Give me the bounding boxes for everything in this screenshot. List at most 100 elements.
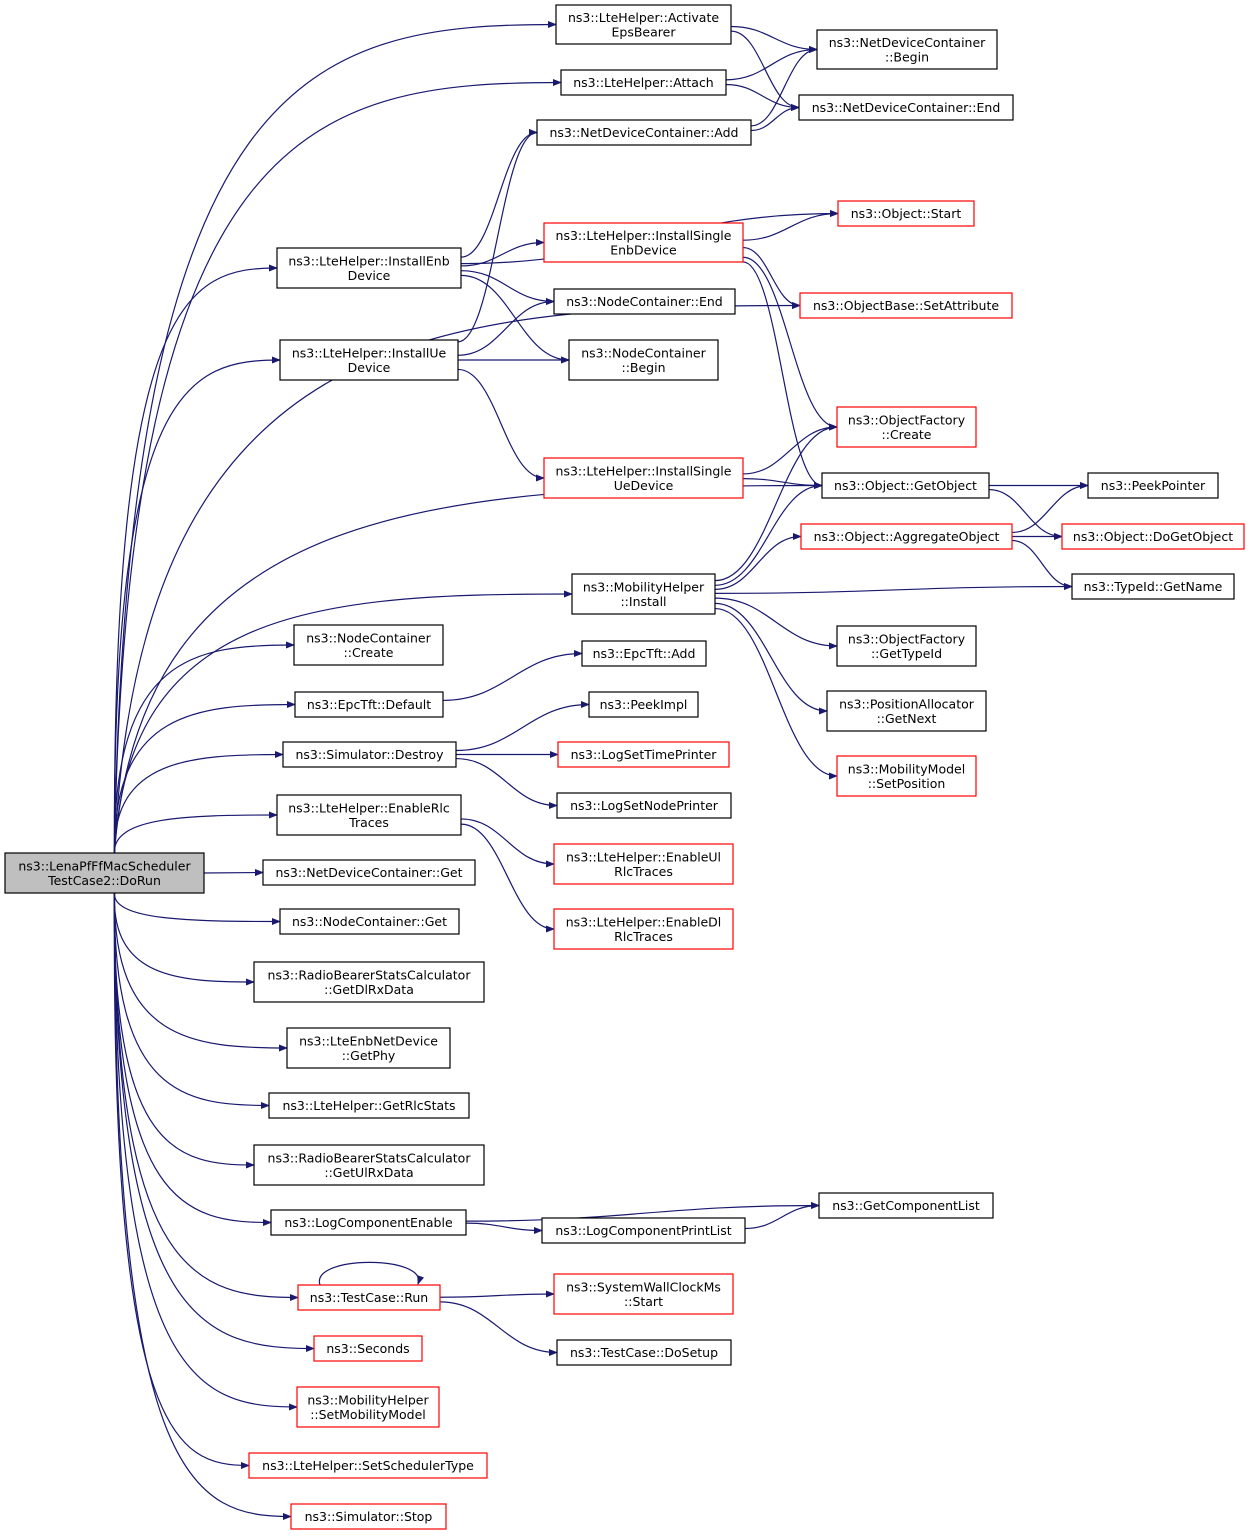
node-box <box>556 792 732 819</box>
node-label: ::GetDlRxData <box>324 982 414 997</box>
edge-activate-to-ndc-begin <box>730 25 818 54</box>
node-label: ns3::Object::Start <box>851 206 962 221</box>
edge-testcase-run-to-testcase-run <box>319 1261 425 1286</box>
node-testcase-dosetup[interactable]: ns3::TestCase::DoSetup <box>556 1339 732 1366</box>
node-box <box>557 741 730 768</box>
node-get-rlcstats[interactable]: ns3::LteHelper::GetRlcStats <box>268 1092 470 1119</box>
node-syswallclock-start[interactable]: ns3::SystemWallClockMs::Start <box>553 1273 734 1315</box>
node-obj-getobject[interactable]: ns3::Object::GetObject <box>821 472 990 499</box>
node-objbase-setattr[interactable]: ns3::ObjectBase::SetAttribute <box>799 292 1013 319</box>
edge-root-to-sim-destroy <box>113 750 284 854</box>
node-set-mobmodel[interactable]: ns3::MobilityHelper::SetMobilityModel <box>296 1386 440 1428</box>
node-box <box>836 755 977 797</box>
node-logsetnodeprinter[interactable]: ns3::LogSetNodePrinter <box>556 792 732 819</box>
node-ndc-get[interactable]: ns3::NetDeviceContainer::Get <box>262 859 476 886</box>
node-label: ns3::LteHelper::Activate <box>568 10 719 25</box>
node-enb-getphy[interactable]: ns3::LteEnbNetDevice::GetPhy <box>286 1027 451 1069</box>
node-box <box>1071 573 1235 600</box>
node-ndc-add[interactable]: ns3::NetDeviceContainer::Add <box>536 119 752 146</box>
edge-mob-install-to-objfactory-gettypeid <box>714 597 838 650</box>
node-peekimpl[interactable]: ns3::PeekImpl <box>588 691 699 718</box>
node-box <box>799 292 1013 319</box>
node-sim-stop[interactable]: ns3::Simulator::Stop <box>290 1503 447 1530</box>
node-label: ns3::LteEnbNetDevice <box>299 1033 438 1048</box>
edge-inst-single-enb-to-obj-start <box>742 209 839 241</box>
node-set-schedtype[interactable]: ns3::LteHelper::SetSchedulerType <box>248 1452 488 1479</box>
edge-root-to-seconds <box>113 892 315 1353</box>
edge-arrow <box>714 582 1073 594</box>
edge-arrow <box>113 750 284 854</box>
node-obj-dogetobject[interactable]: ns3::Object::DoGetObject <box>1061 523 1245 550</box>
node-label: ns3::LogSetTimePrinter <box>571 747 718 762</box>
edge-testcase-run-to-syswallclock-start <box>439 1290 555 1298</box>
node-ndc-end[interactable]: ns3::NetDeviceContainer::End <box>798 94 1014 121</box>
node-label: ns3::PeekPointer <box>1101 478 1206 493</box>
node-rbsc-getul[interactable]: ns3::RadioBearerStatsCalculator::GetUlRx… <box>253 1144 485 1186</box>
node-obj-aggregate[interactable]: ns3::Object::AggregateObject <box>800 523 1013 550</box>
edge-root-to-rbsc-getdl <box>113 892 255 986</box>
node-sim-destroy[interactable]: ns3::Simulator::Destroy <box>282 741 457 768</box>
edge-arrow <box>113 700 296 854</box>
node-seconds[interactable]: ns3::Seconds <box>313 1335 423 1362</box>
edge-root-to-get-rlcstats <box>113 892 270 1110</box>
edge-mob-install-to-obj-getobject <box>714 481 823 586</box>
node-box <box>262 859 476 886</box>
edge-arrow <box>113 264 278 854</box>
node-label: Device <box>348 268 391 283</box>
edge-root-to-inst-ue <box>113 356 281 854</box>
node-objfactory-gettypeid[interactable]: ns3::ObjectFactory::GetTypeId <box>836 625 977 667</box>
node-box <box>553 288 736 315</box>
edge-enable-rlc-to-enable-ul-rlc <box>460 818 555 868</box>
node-objfactory-create[interactable]: ns3::ObjectFactory::Create <box>836 406 977 448</box>
node-box <box>282 741 457 768</box>
node-logsettimeprinter[interactable]: ns3::LogSetTimePrinter <box>557 741 730 768</box>
node-nc-begin[interactable]: ns3::NodeContainer::Begin <box>568 339 719 381</box>
node-nc-get[interactable]: ns3::NodeContainer::Get <box>279 908 460 935</box>
node-get-componentlist[interactable]: ns3::GetComponentList <box>818 1192 994 1219</box>
edge-arrow <box>725 83 800 112</box>
edges-layer <box>113 20 1089 1521</box>
edge-arrow <box>714 532 802 590</box>
edge-arrow <box>113 892 255 1169</box>
node-label: EpsBearer <box>612 24 677 39</box>
node-label: UeDevice <box>614 478 674 493</box>
node-label: ns3::LogComponentPrintList <box>555 1223 731 1238</box>
node-rbsc-getdl[interactable]: ns3::RadioBearerStatsCalculator::GetDlRx… <box>253 961 485 1003</box>
node-box <box>1061 523 1245 550</box>
node-logcomp-enable[interactable]: ns3::LogComponentEnable <box>270 1209 467 1236</box>
node-mobmodel-setpos[interactable]: ns3::MobilityModel::SetPosition <box>836 755 977 797</box>
edge-arrow <box>457 128 538 343</box>
node-testcase-run[interactable]: ns3::TestCase::Run <box>297 1284 441 1311</box>
edge-inst-enb-to-inst-single-enb <box>460 238 545 267</box>
node-nc-create[interactable]: ns3::NodeContainer::Create <box>293 624 444 666</box>
node-epctft-add[interactable]: ns3::EpcTft::Add <box>581 640 707 667</box>
node-attach[interactable]: ns3::LteHelper::Attach <box>560 69 727 96</box>
node-box <box>270 1209 467 1236</box>
node-epctft-default[interactable]: ns3::EpcTft::Default <box>294 691 444 718</box>
edge-epctft-default-to-epctft-add <box>442 649 583 702</box>
edge-ndc-add-to-ndc-end <box>750 103 800 132</box>
node-ndc-begin[interactable]: ns3::NetDeviceContainer::Begin <box>816 29 998 70</box>
edge-arrow <box>113 811 278 854</box>
node-posalloc-getnext[interactable]: ns3::PositionAllocator::GetNext <box>826 690 987 732</box>
node-logcomp-printlist[interactable]: ns3::LogComponentPrintList <box>541 1217 746 1244</box>
node-typeid-getname[interactable]: ns3::TypeId::GetName <box>1071 573 1235 600</box>
node-label: ns3::PositionAllocator <box>839 696 975 711</box>
node-root[interactable]: ns3::LenaPfFfMacSchedulerTestCase2::DoRu… <box>4 852 205 894</box>
node-peekpointer[interactable]: ns3::PeekPointer <box>1087 472 1219 499</box>
node-nc-end[interactable]: ns3::NodeContainer::End <box>553 288 736 315</box>
node-obj-start[interactable]: ns3::Object::Start <box>837 200 975 227</box>
edge-root-to-set-mobmodel <box>113 892 298 1411</box>
node-label: ns3::ObjectFactory <box>848 412 966 427</box>
node-label: ns3::NodeContainer <box>581 345 706 360</box>
node-mob-install[interactable]: ns3::MobilityHelper::Install <box>571 573 716 615</box>
node-label: ::Install <box>620 594 666 609</box>
